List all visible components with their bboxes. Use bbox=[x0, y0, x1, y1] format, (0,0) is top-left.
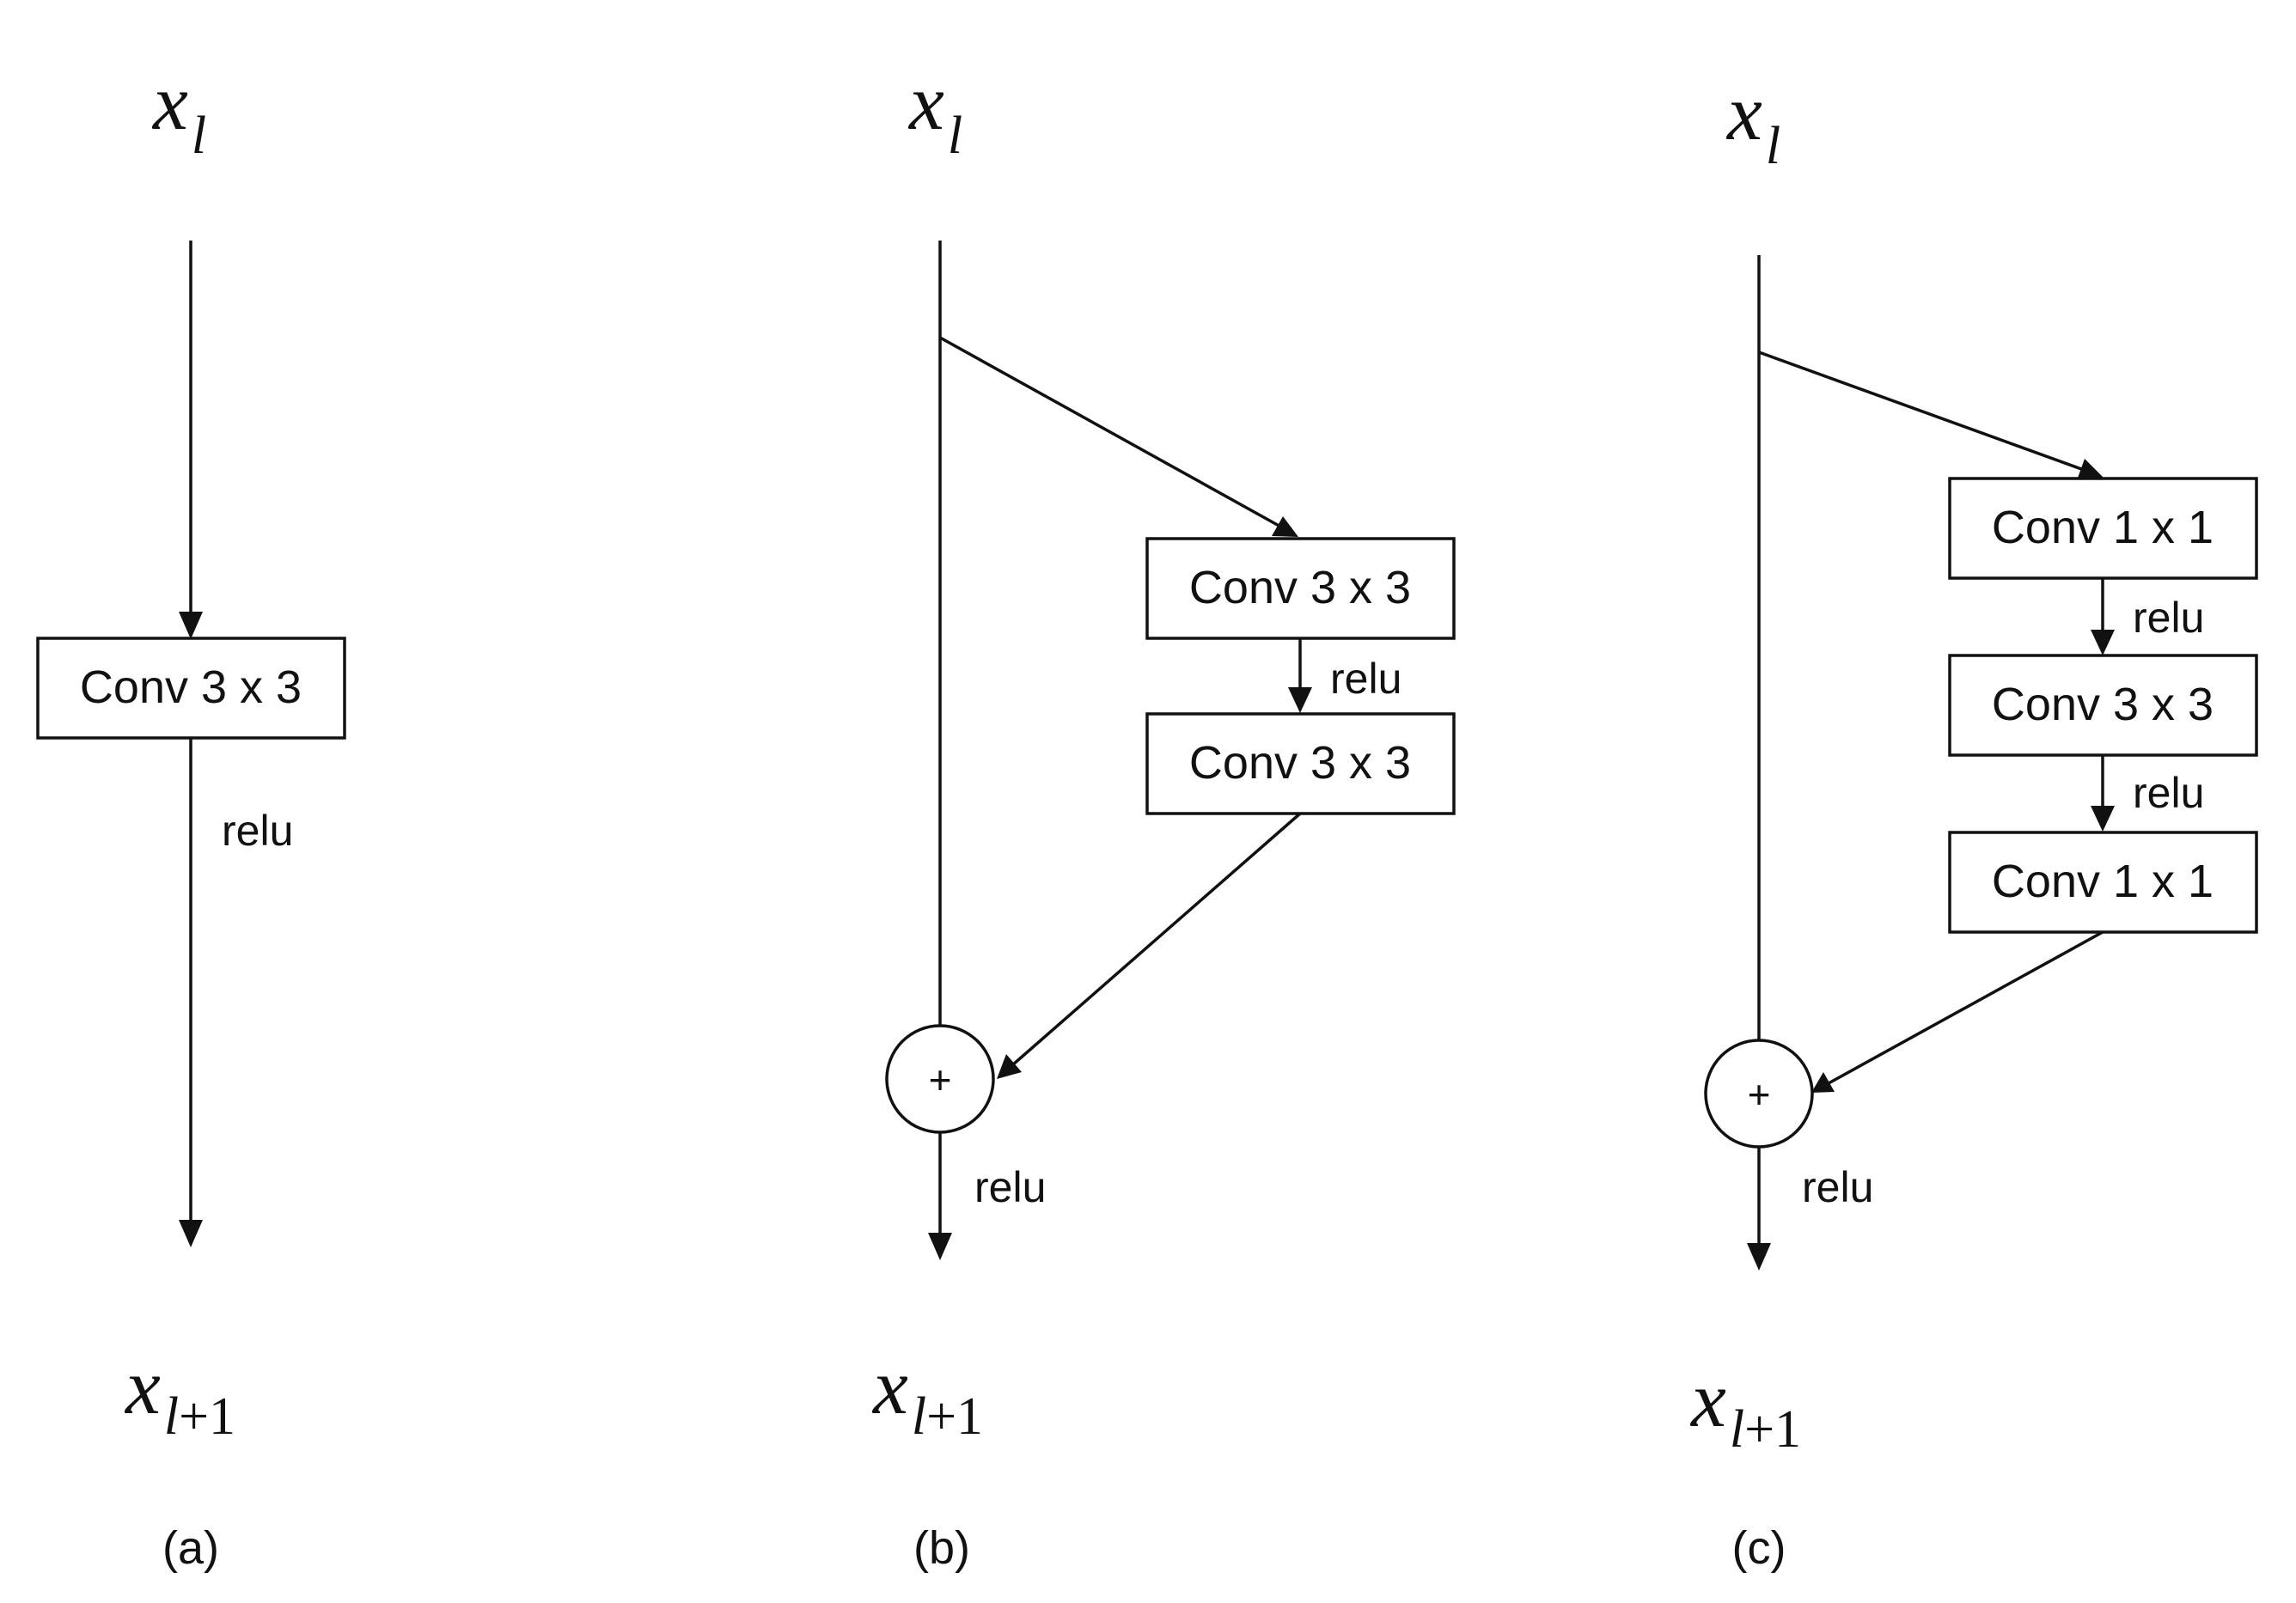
branch-out-arrowhead-b bbox=[997, 1054, 1022, 1079]
conv-block-c3 bbox=[1948, 831, 2258, 934]
branch-in-arrowhead-c bbox=[2077, 459, 2104, 480]
caption-b: (b) bbox=[913, 1522, 970, 1574]
relu-between-c2: relu bbox=[2133, 769, 2204, 817]
relu-label-c: relu bbox=[1802, 1163, 1873, 1211]
relu-label-b: relu bbox=[974, 1163, 1046, 1211]
relu-label-a: relu bbox=[222, 807, 293, 855]
output-label-a: xl+1 bbox=[124, 1343, 235, 1446]
conv-block-c3-label: Conv 1 x 1 bbox=[1992, 856, 2214, 907]
conv-block-c1-label: Conv 1 x 1 bbox=[1992, 502, 2214, 553]
input-label-a: xl bbox=[151, 58, 206, 165]
conv-block-a1-label: Conv 3 x 3 bbox=[80, 661, 302, 713]
conv-block-c1 bbox=[1948, 477, 2258, 580]
conv-block-b2-label: Conv 3 x 3 bbox=[1189, 737, 1411, 789]
branch-in-line-c bbox=[1758, 350, 2085, 472]
relu-between-b: relu bbox=[1330, 655, 1401, 703]
between-arrowhead-c2 bbox=[2091, 806, 2115, 832]
branch-out-line-b bbox=[1011, 812, 1302, 1067]
output-label-b: xl+1 bbox=[871, 1343, 983, 1446]
between-arrowhead-b bbox=[1288, 687, 1312, 713]
branch-in-line-b bbox=[939, 336, 1283, 529]
branch-in-arrowhead-b bbox=[1272, 516, 1298, 537]
output-label-c: xl+1 bbox=[1689, 1356, 1801, 1459]
relu-between-c1: relu bbox=[2133, 594, 2204, 642]
conv-block-b2 bbox=[1145, 712, 1456, 815]
conv-block-b1-label: Conv 3 x 3 bbox=[1189, 562, 1411, 613]
diagram-c: xl Conv 1 x 1 relu Conv 3 x 3 relu Conv … bbox=[1689, 69, 2258, 1574]
arrowhead-a2 bbox=[179, 1220, 203, 1247]
output-arrowhead-c bbox=[1747, 1243, 1771, 1271]
caption-c: (c) bbox=[1732, 1522, 1786, 1574]
conv-block-c2 bbox=[1948, 654, 2258, 757]
conv-block-b1 bbox=[1145, 537, 1456, 640]
sum-symbol-b: + bbox=[929, 1057, 952, 1102]
diagram-b: xl Conv 3 x 3 relu Conv 3 x 3 + relu xl+… bbox=[871, 58, 1456, 1574]
diagram-a: xl Conv 3 x 3 relu xl+1 (a) bbox=[36, 58, 346, 1574]
output-arrowhead-b bbox=[928, 1233, 952, 1260]
branch-out-line-c bbox=[1828, 930, 2104, 1085]
input-label-b: xl bbox=[907, 58, 962, 165]
conv-block-c2-label: Conv 3 x 3 bbox=[1992, 679, 2214, 730]
arrowhead-a1 bbox=[179, 612, 203, 639]
sum-symbol-c: + bbox=[1748, 1072, 1771, 1117]
branch-out-arrowhead-c bbox=[1811, 1072, 1835, 1093]
between-arrowhead-c1 bbox=[2091, 630, 2115, 655]
input-label-c: xl bbox=[1725, 69, 1780, 175]
caption-a: (a) bbox=[162, 1522, 219, 1574]
